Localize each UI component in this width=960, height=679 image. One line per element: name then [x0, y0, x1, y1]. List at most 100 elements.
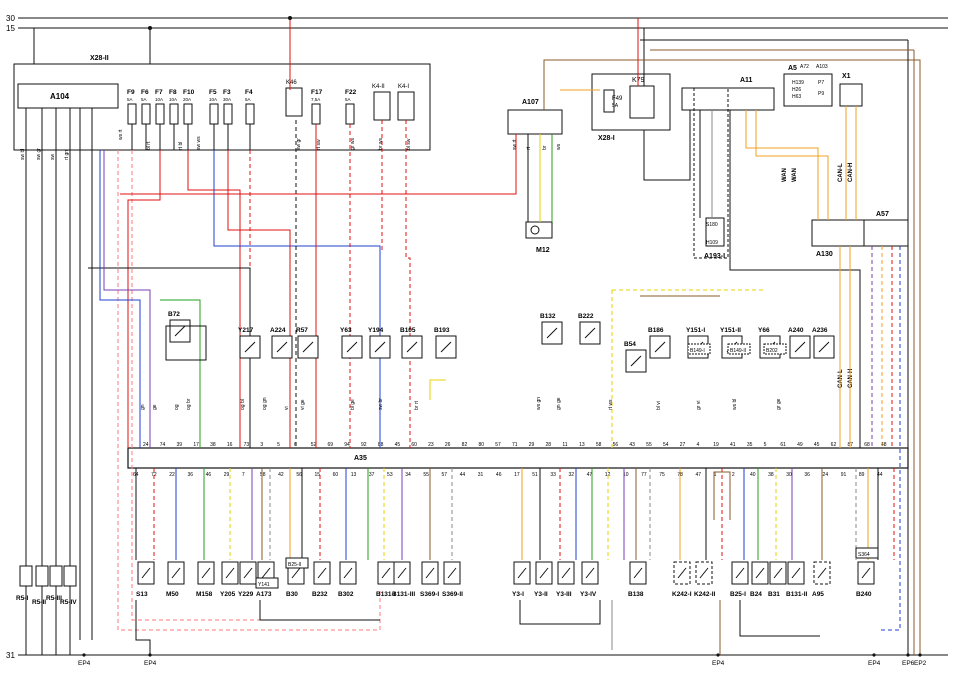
wire-color-tag: sw br: [378, 398, 384, 410]
a35-bottom-pin: 38: [768, 472, 774, 478]
sensor-label: R5-III: [46, 595, 62, 602]
component-m158: M158: [196, 561, 215, 598]
a5-h26: H26: [792, 87, 801, 93]
component-b105: B105: [400, 327, 423, 359]
h109-label: H109: [706, 240, 718, 246]
sub-component-label: S364: [858, 552, 870, 558]
fuse-rating: 5A: [141, 97, 147, 102]
ground-label: EP2: [914, 660, 927, 667]
component-label: Y3-II: [534, 591, 548, 598]
a35-top-pin: 61: [780, 442, 786, 448]
component-label: B131-III: [392, 591, 415, 598]
module-a57: A57: [863, 211, 909, 247]
fuse-rating: 10A: [209, 97, 217, 102]
a5-h139: H139: [792, 80, 804, 86]
sub-component-label: B149-II: [730, 348, 746, 354]
sub-component-label: B202: [766, 348, 778, 354]
wire-color-tag: bl vi: [656, 401, 662, 410]
a35-top-pin: 5: [277, 442, 280, 448]
sensor-label: R5-IV: [60, 599, 77, 606]
sub-component-label: B149-I: [690, 348, 705, 354]
a35-bottom-pin: 22: [169, 472, 175, 478]
a35-top-pin: 4: [697, 442, 700, 448]
component-label: A95: [812, 591, 824, 598]
wire-color-tag: rt ws: [608, 399, 614, 410]
fuse-rating: 20A: [183, 97, 191, 102]
a35-top-pin: 16: [227, 442, 233, 448]
a5-label: A5: [788, 65, 797, 72]
wire: [135, 600, 151, 655]
fuse-label: F22: [345, 89, 357, 96]
a35-bottom-pin: 44: [460, 472, 466, 478]
fuse-label: F3: [223, 89, 231, 96]
component-label: B72: [168, 311, 180, 318]
ground-label: EP4: [712, 660, 725, 667]
wire-color-tag: bl rt: [146, 141, 152, 150]
component-y3-iii: Y3-III: [556, 561, 575, 598]
x28-ii-label: X28-II: [90, 55, 109, 62]
component-a224: A224: [270, 327, 293, 359]
a35-bottom-pin: 57: [441, 472, 447, 478]
a35-top-pin: 80: [478, 442, 484, 448]
a35-top-pin: 23: [428, 442, 434, 448]
a35-bottom-pin: 40: [750, 472, 756, 478]
a35-bottom-pin: 58: [260, 472, 266, 478]
component-label: B302: [338, 591, 354, 598]
wire-color-tag: rt: [526, 146, 532, 150]
a35-top-pin: 17: [193, 442, 199, 448]
m12-label: M12: [536, 247, 550, 254]
wire: [405, 120, 411, 448]
wire-color-tag: gn ge: [556, 397, 562, 410]
a35-top-pin: 13: [579, 442, 585, 448]
f49-label: F49: [612, 96, 623, 102]
module-a107: A107: [507, 99, 563, 135]
a35-bottom-pin: 42: [278, 472, 284, 478]
component-b131-i: B131-I: [376, 561, 396, 598]
component-a95: A95: [812, 561, 831, 598]
component-label: B138: [628, 591, 644, 598]
a35-top-pin: 38: [210, 442, 216, 448]
component-label: B105: [400, 327, 416, 334]
wire: [131, 150, 300, 621]
component-b31: B31: [768, 561, 787, 598]
sensor-label: R5-I: [16, 595, 28, 602]
a5-a72: A72: [800, 64, 809, 70]
wire-color-tag: sw rt: [512, 139, 518, 150]
a35-bottom-pin: 15: [314, 472, 320, 478]
x1-label: X1: [842, 73, 851, 80]
fuse-label: F5: [209, 89, 217, 96]
a35-bottom-pin: 47: [587, 472, 593, 478]
fuse-rating: 5A: [345, 97, 351, 102]
wire: [429, 379, 446, 400]
a35-bottom-pin: 31: [478, 472, 484, 478]
component-label: Y63: [340, 327, 352, 334]
component-label: B222: [578, 313, 594, 320]
component-b131-iii: B131-III: [392, 561, 415, 598]
a35-bottom-pin: 44: [877, 472, 883, 478]
a35-top-pin: 3: [260, 442, 263, 448]
a35-bottom-pin: 2: [732, 472, 735, 478]
component-label: Y3-IV: [580, 591, 597, 598]
relay-k46: [285, 87, 303, 117]
component-y3-ii: Y3-II: [534, 561, 553, 598]
a35-bottom-pin: 36: [187, 472, 193, 478]
a35-bottom-pin: 77: [641, 472, 647, 478]
wire-color-tag: br ws: [378, 138, 384, 150]
a35-bottom-pin: 55: [423, 472, 429, 478]
component-y63: Y63: [340, 327, 363, 359]
wire-color-tag: og br: [186, 398, 192, 410]
a35-top-pin: 35: [747, 442, 753, 448]
component-label: B186: [648, 327, 664, 334]
a35-top-pin: 41: [730, 442, 736, 448]
can-l-label-2: CAN-L: [838, 369, 844, 388]
a35-top-pin: 28: [546, 442, 552, 448]
a35-top-pin: 11: [562, 442, 567, 448]
can-l-label: CAN-L: [838, 163, 844, 182]
component-b132: B132: [540, 313, 563, 345]
wire: [729, 110, 861, 448]
component-b302: B302: [338, 561, 357, 598]
rail-15-label: 15: [6, 24, 15, 33]
fuse-f4: [245, 103, 255, 125]
